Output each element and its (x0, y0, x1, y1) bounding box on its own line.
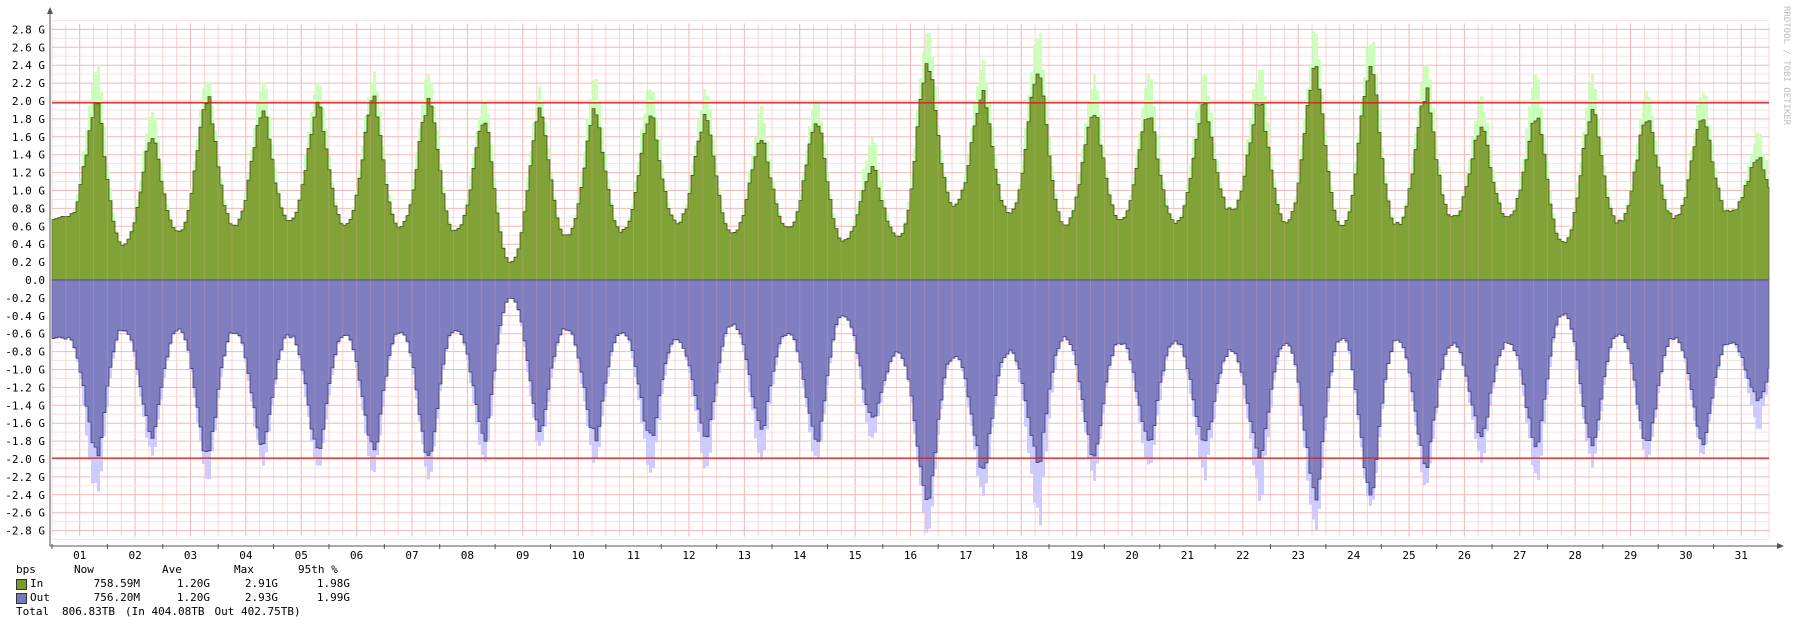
in-max: 2.91G (244, 577, 278, 590)
x-tick-label: 07 (405, 549, 418, 560)
y-tick-label: 1.2 G (12, 167, 45, 180)
x-tick-label: 21 (1181, 549, 1194, 560)
legend-p95-header: 95th % (298, 563, 338, 576)
y-axis-arrow (47, 7, 53, 14)
x-tick-label: 22 (1236, 549, 1249, 560)
y-tick-label: 1.0 G (12, 185, 45, 198)
out-now: 756.20M (93, 591, 140, 604)
series-in-area (51, 63, 1770, 281)
in-p95: 1.98G (316, 577, 350, 590)
x-tick-label: 05 (295, 549, 308, 560)
out-ave: 1.20G (176, 591, 210, 604)
y-tick-label: 1.4 G (12, 149, 45, 162)
y-tick-label: -1.0 G (5, 364, 45, 377)
x-tick-label: 23 (1292, 549, 1305, 560)
x-tick-label: 09 (516, 549, 529, 560)
in-now: 758.59M (93, 577, 140, 590)
y-tick-label: -2.8 G (5, 525, 45, 538)
out-max: 2.93G (244, 591, 278, 604)
x-tick-label: 02 (128, 549, 141, 560)
out-label: Out (30, 591, 50, 604)
x-tick-label: 13 (738, 549, 751, 560)
x-tick-label: 26 (1458, 549, 1471, 560)
legend-row-in: In 758.59M 1.20G 2.91G 1.98G (16, 577, 350, 591)
y-tick-label: -0.4 G (5, 310, 45, 323)
y-tick-label: -1.6 G (5, 417, 45, 430)
y-tick-label: 1.8 G (12, 113, 45, 126)
out-p95: 1.99G (316, 591, 350, 604)
series-out-area (51, 279, 1770, 501)
in-swatch (16, 578, 27, 590)
total-in: (In 404.08TB (124, 605, 205, 618)
legend-header: bps Now Ave Max 95th % (16, 563, 350, 577)
legend-now-header: Now (74, 563, 94, 576)
x-tick-label: 18 (1015, 549, 1028, 560)
x-tick-label: 24 (1347, 549, 1361, 560)
y-tick-label: 0.6 G (12, 220, 45, 233)
x-tick-label: 31 (1735, 549, 1748, 560)
x-tick-label: 01 (73, 549, 86, 560)
traffic-chart: 2.8 G 2.6 G 2.4 G 2.2 G 2.0 G 1.8 G 1.6 G 1.4 G… (5, 7, 1784, 560)
x-tick-label: 08 (461, 549, 474, 560)
y-tick-label: 2.4 G (12, 59, 45, 72)
x-tick-label: 19 (1070, 549, 1083, 560)
x-tick-label: 04 (239, 549, 253, 560)
x-tick-label: 06 (350, 549, 363, 560)
watermark-text: RRDTOOL / TOBI OETIKER (1781, 6, 1791, 126)
x-tick-label: 28 (1569, 549, 1582, 560)
x-tick-label: 03 (184, 549, 197, 560)
y-tick-label: 0.4 G (12, 238, 45, 251)
y-tick-label: 2.8 G (12, 23, 45, 36)
x-axis-arrow (1777, 543, 1784, 549)
y-tick-label: 0.8 G (12, 202, 45, 215)
y-tick-label: -0.8 G (5, 346, 45, 359)
rrdtool-watermark: RRDTOOL / TOBI OETIKER (1781, 6, 1791, 126)
x-tick-label: 12 (682, 549, 695, 560)
y-tick-label: -2.6 G (5, 507, 45, 520)
y-tick-label: 0.2 G (12, 256, 45, 269)
x-tick-label: 29 (1624, 549, 1637, 560)
y-tick-label: -2.4 G (5, 489, 45, 502)
total-label: Total (16, 605, 50, 618)
legend: bps Now Ave Max 95th % In 758.59M 1.20G … (16, 563, 350, 619)
y-tick-label: 0.0 (25, 274, 45, 287)
x-tick-label: 30 (1679, 549, 1692, 560)
y-tick-label: -2.2 G (5, 471, 45, 484)
x-tick-label: 16 (904, 549, 917, 560)
total-value: 806.83TB (62, 605, 115, 618)
x-tick-label: 11 (627, 549, 640, 560)
in-ave: 1.20G (176, 577, 210, 590)
y-tick-label: -0.2 G (5, 292, 45, 305)
y-tick-label: 1.6 G (12, 131, 45, 144)
y-tick-label: -1.4 G (5, 399, 45, 412)
y-tick-label: -2.0 G (5, 453, 45, 466)
out-swatch (16, 592, 27, 604)
legend-max-header: Max (234, 563, 254, 576)
y-tick-label: -1.2 G (5, 381, 45, 394)
x-tick-label: 25 (1402, 549, 1415, 560)
x-tick-label: 27 (1513, 549, 1526, 560)
y-tick-label: 2.2 G (12, 77, 45, 90)
legend-total: Total 806.83TB (In 404.08TB Out 402.75TB… (16, 605, 350, 619)
x-tick-label: 15 (848, 549, 861, 560)
y-tick-label: -1.8 G (5, 435, 45, 448)
legend-unit: bps (16, 563, 36, 576)
in-label: In (30, 577, 44, 590)
legend-ave-header: Ave (162, 563, 182, 576)
y-tick-label: 2.0 G (12, 95, 45, 108)
x-tick-label: 20 (1125, 549, 1138, 560)
x-tick-label: 17 (959, 549, 972, 560)
x-tick-label: 14 (793, 549, 807, 560)
legend-row-out: Out 756.20M 1.20G 2.93G 1.99G (16, 591, 350, 605)
x-tick-label: 10 (572, 549, 585, 560)
y-tick-label: 2.6 G (12, 41, 45, 54)
total-out: Out 402.75TB) (214, 605, 301, 618)
y-tick-label: -0.6 G (5, 328, 45, 341)
